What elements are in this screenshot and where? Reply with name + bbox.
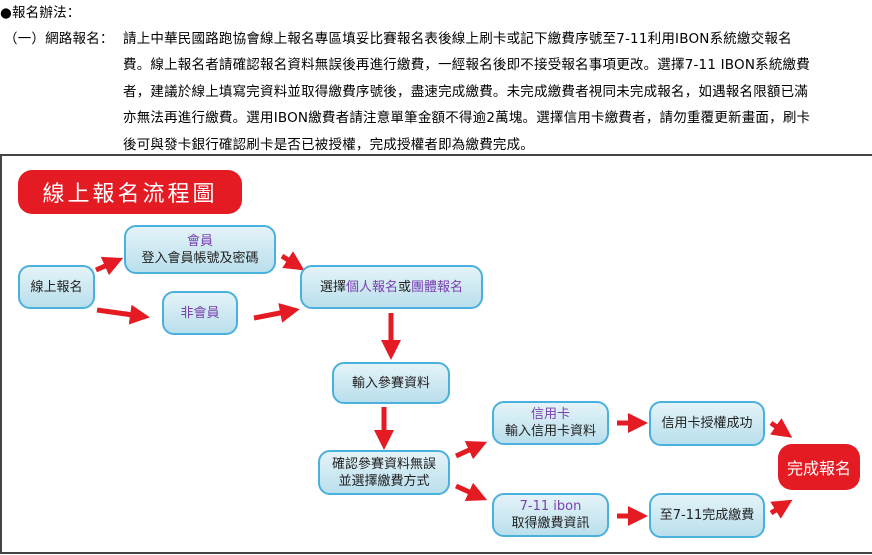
arrow — [769, 499, 793, 519]
step-label: 信用卡授權成功 — [661, 416, 753, 431]
arrow — [769, 418, 793, 438]
step-label: 取得繳費資訊 — [511, 516, 590, 531]
step-confirm: 確認參賽資料無誤並選擇繳費方式 — [318, 450, 450, 495]
step-label: 團體報名 — [411, 279, 464, 295]
step-label: 選擇 — [319, 279, 346, 295]
paragraph-line: 者，建議於線上填寫完資料並取得繳費序號後，盡速完成繳費。未完成繳費者視同未完成報… — [123, 84, 808, 100]
step-online-signup: 線上報名 — [18, 265, 95, 309]
step-done: 完成報名 — [778, 444, 860, 490]
step-member: 會員登入會員帳號及密碼 — [124, 225, 276, 274]
step-ibon-pay: 至7-11完成繳費 — [649, 493, 765, 538]
step-credit-authorized: 信用卡授權成功 — [649, 401, 765, 446]
arrow — [94, 256, 124, 276]
step-label: 輸入信用卡資料 — [504, 424, 596, 439]
step-label: 或 — [398, 279, 412, 295]
arrow — [454, 441, 488, 460]
step-title: 信用卡 — [530, 407, 570, 422]
step-credit-card: 信用卡輸入信用卡資料 — [492, 401, 609, 445]
step-label: 非會員 — [180, 305, 220, 321]
step-non-member: 非會員 — [162, 291, 238, 335]
step-title: 會員 — [186, 233, 213, 249]
step-label: 至7-11完成繳費 — [659, 508, 755, 523]
step-choose-type: 選擇個人報名或團體報名 — [300, 265, 483, 309]
paragraph-line: 亦無法再進行繳費。選用IBON繳費者請注意單筆金額不得逾2萬塊。選擇信用卡繳費者… — [123, 110, 811, 126]
flow-title: 線上報名流程圖 — [18, 170, 242, 214]
paragraph-line: 請上中華民國路跑協會線上報名專區填妥比賽報名表後線上刷卡或記下繳費序號至7-11… — [123, 31, 792, 47]
section-label: （一）網路報名： — [4, 31, 114, 47]
heading: ●報名辦法： — [0, 5, 81, 21]
arrow — [96, 304, 150, 325]
paragraph-line: 後可與發卡銀行確認刷卡是否已被授權，完成授權者即為繳費完成。 — [123, 137, 534, 153]
step-label: 個人報名 — [345, 279, 398, 295]
arrow — [253, 303, 300, 323]
step-label: 確認參賽資料無誤 — [331, 456, 436, 472]
paragraph-line: 費。線上報名者請確認報名資料無誤後再進行繳費，一經報名後即不接受報名事項更改。選… — [123, 57, 810, 73]
step-label: 線上報名 — [30, 279, 83, 295]
arrow — [280, 251, 305, 271]
arrow — [454, 482, 488, 501]
step-ibon: 7-11 ibon 取得繳費資訊 — [492, 493, 609, 537]
step-label: 輸入參賽資料 — [351, 375, 430, 391]
step-enter-data: 輸入參賽資料 — [332, 362, 450, 404]
step-title: 7-11 ibon — [519, 499, 582, 514]
step-label: 並選擇繳費方式 — [338, 473, 430, 489]
step-label: 登入會員帳號及密碼 — [141, 250, 259, 266]
